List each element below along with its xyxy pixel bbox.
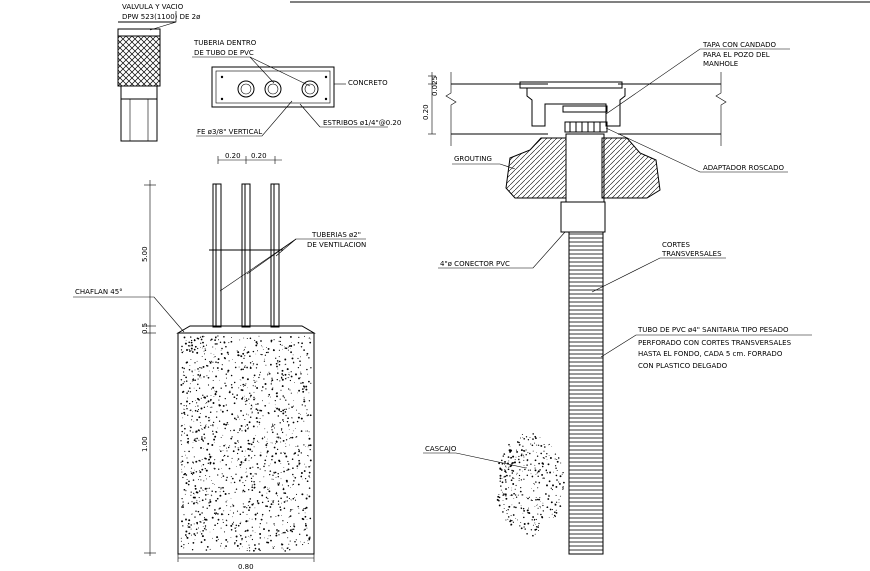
dim-0025-label: 0.025 — [431, 76, 439, 96]
concreto-label: CONCRETO — [348, 79, 388, 87]
valve-collar — [120, 85, 158, 100]
pipe-circle-1 — [237, 80, 255, 98]
top-dim-label-1: 0.20 — [225, 152, 241, 160]
perforated-pipe — [568, 231, 604, 555]
threaded-adapter — [564, 121, 608, 133]
pvc-coupler — [560, 201, 606, 233]
fe-vertical-label: FE ø3/8" VERTICAL — [197, 128, 262, 136]
tapa-label-2: PARA EL POZO DEL — [703, 51, 770, 59]
manhole-lid — [519, 81, 623, 89]
valve-cap — [117, 28, 161, 37]
dim-020b-label: 0.20 — [422, 104, 430, 120]
dim-100-label: 1.00 — [141, 436, 149, 452]
valve-body — [117, 35, 161, 87]
chaflan-label: CHAFLAN 45° — [75, 288, 123, 296]
dim-05-label: 0.5 — [141, 323, 149, 334]
drain-pipe — [565, 133, 605, 203]
concrete-block — [177, 332, 315, 555]
tubo-label-1: TUBO DE PVC ø4" SANITARIA TIPO PESADO — [637, 326, 789, 334]
valve-detail: VALVULA Y VACIO DPW 523(1100) DE 2ø — [117, 3, 201, 142]
conector-label: 4"ø CONECTOR PVC — [440, 260, 510, 268]
estribos-label: ESTRIBOS ø1/4"@0.20 — [323, 119, 401, 127]
manhole-detail: 0.025 0.20 GROUTING TAPA CON CANDADO PAR… — [422, 41, 812, 555]
dim-080-label: 0.80 — [238, 563, 254, 571]
top-dim-label-2: 0.20 — [251, 152, 267, 160]
cortes-label-2: TRANSVERSALES — [661, 250, 722, 258]
tubo-label-2: PERFORADO CON CORTES TRANSVERSALES — [638, 339, 792, 347]
valvula-label-2: DPW 523(1100) DE 2ø — [122, 13, 201, 21]
ventilation-column: 0.20 0.20 TUBERIAS ø2" DE VENTILACION CH… — [73, 152, 366, 571]
tuberias-label-2: DE VENTILACION — [307, 241, 366, 249]
valve-stem — [120, 98, 158, 142]
plan-section: TUBERIA DENTRO DE TUBO DE PVC CONCRETO E… — [192, 39, 401, 137]
tubo-label-4: CON PLASTICO DELGADO — [638, 362, 728, 370]
grouting-mass — [505, 137, 567, 199]
dim-500-label: 5.00 — [141, 246, 149, 262]
tapa-label-3: MANHOLE — [703, 60, 738, 68]
pipe-circle-2 — [264, 80, 282, 98]
tuberia-label-1: TUBERIA DENTRO — [193, 39, 257, 47]
grouting-label: GROUTING — [454, 155, 492, 163]
valvula-label-1: VALVULA Y VACIO — [122, 3, 184, 11]
cascajo-label: CASCAJO — [425, 445, 457, 453]
cortes-label-1: CORTES — [662, 241, 690, 249]
gravel-cascajo — [496, 433, 565, 537]
plan-concrete-block — [211, 66, 335, 108]
vent-pipes — [209, 183, 283, 328]
pipe-circle-3 — [301, 80, 319, 98]
concrete-speckle — [180, 335, 312, 552]
tapa-label-1: TAPA CON CANDADO — [702, 41, 777, 49]
tuberia-label-2: DE TUBO DE PVC — [194, 49, 254, 57]
adaptador-label: ADAPTADOR ROSCADO — [703, 164, 784, 172]
tuberias-label-1: TUBERIAS ø2" — [311, 231, 361, 239]
manhole-frame — [526, 88, 626, 127]
tubo-label-3: HASTA EL FONDO, CADA 5 cm. FORRADO — [638, 350, 783, 358]
